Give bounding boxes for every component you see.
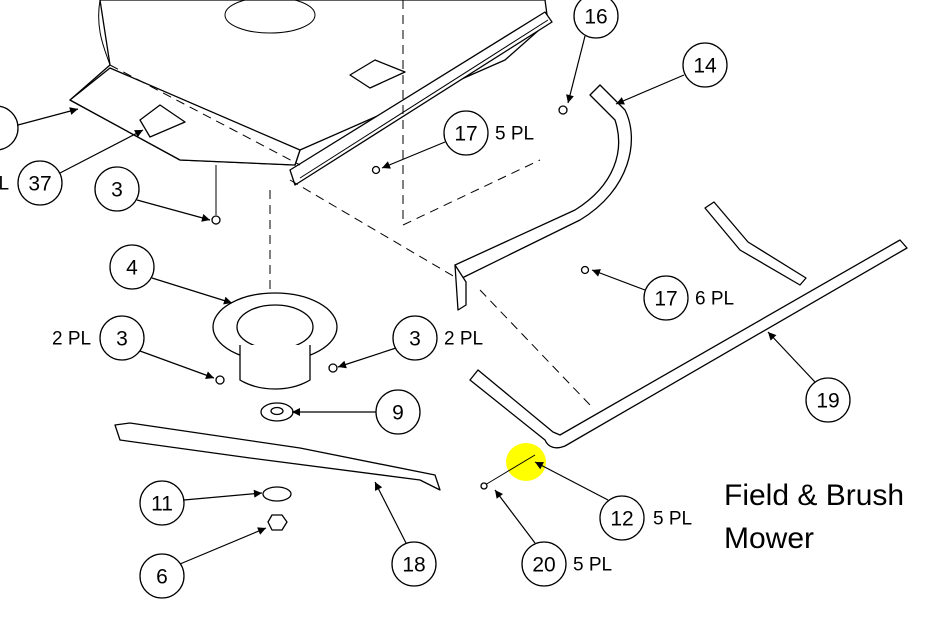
callout-4: 4 <box>109 244 155 290</box>
svg-text:17: 17 <box>654 288 677 311</box>
callout-3: 3 <box>94 166 140 212</box>
diagram-title-line1: Field & Brush <box>724 479 904 512</box>
svg-text:5 PL: 5 PL <box>495 124 534 145</box>
callout-14: 14 <box>682 42 728 88</box>
svg-text:6 PL: 6 PL <box>695 289 734 310</box>
leader-lines <box>17 35 816 565</box>
svg-text:2 PL: 2 PL <box>0 174 9 195</box>
skirt-part-14 <box>454 84 632 311</box>
svg-text:6: 6 <box>156 566 168 589</box>
mower-deck <box>69 0 553 186</box>
svg-text:5 PL: 5 PL <box>653 509 692 530</box>
svg-text:11: 11 <box>151 493 173 516</box>
svg-text:3: 3 <box>116 328 128 351</box>
callout-9: 9 <box>375 389 421 435</box>
callout-left-partial <box>0 105 19 151</box>
callout-6: 6 <box>139 553 185 599</box>
svg-text:2 PL: 2 PL <box>444 329 483 350</box>
callout-17-lower: 17 6 PL <box>643 275 734 321</box>
callout-20: 20 5 PL <box>521 541 612 587</box>
blade <box>114 422 441 491</box>
callout-19: 19 <box>805 377 851 423</box>
callout-37: 37 2 PL <box>0 160 63 206</box>
spindle-housing <box>212 292 338 390</box>
svg-text:20: 20 <box>532 554 555 577</box>
svg-text:3: 3 <box>111 179 123 202</box>
svg-text:37: 37 <box>28 173 51 196</box>
callout-12: 12 5 PL <box>599 495 692 541</box>
svg-text:2 PL: 2 PL <box>52 329 91 350</box>
callout-16: 16 <box>573 0 619 39</box>
frame-part-19 <box>469 201 908 449</box>
callout-3-left: 3 2 PL <box>52 315 145 361</box>
highlight-marker <box>506 443 546 481</box>
svg-text:16: 16 <box>584 6 607 29</box>
svg-text:5 PL: 5 PL <box>573 555 612 576</box>
callout-3-right: 3 2 PL <box>392 315 483 361</box>
svg-text:17: 17 <box>454 123 477 146</box>
svg-text:19: 19 <box>816 390 839 413</box>
svg-text:14: 14 <box>693 55 717 78</box>
callout-17-upper: 17 5 PL <box>443 110 534 156</box>
svg-text:4: 4 <box>126 257 138 280</box>
svg-text:9: 9 <box>392 402 404 425</box>
svg-text:18: 18 <box>402 554 425 577</box>
callout-18: 18 <box>391 541 437 587</box>
svg-text:3: 3 <box>409 328 421 351</box>
svg-text:12: 12 <box>610 508 633 531</box>
callout-11: 11 <box>139 480 185 526</box>
diagram-title-line2: Mower <box>724 522 814 555</box>
